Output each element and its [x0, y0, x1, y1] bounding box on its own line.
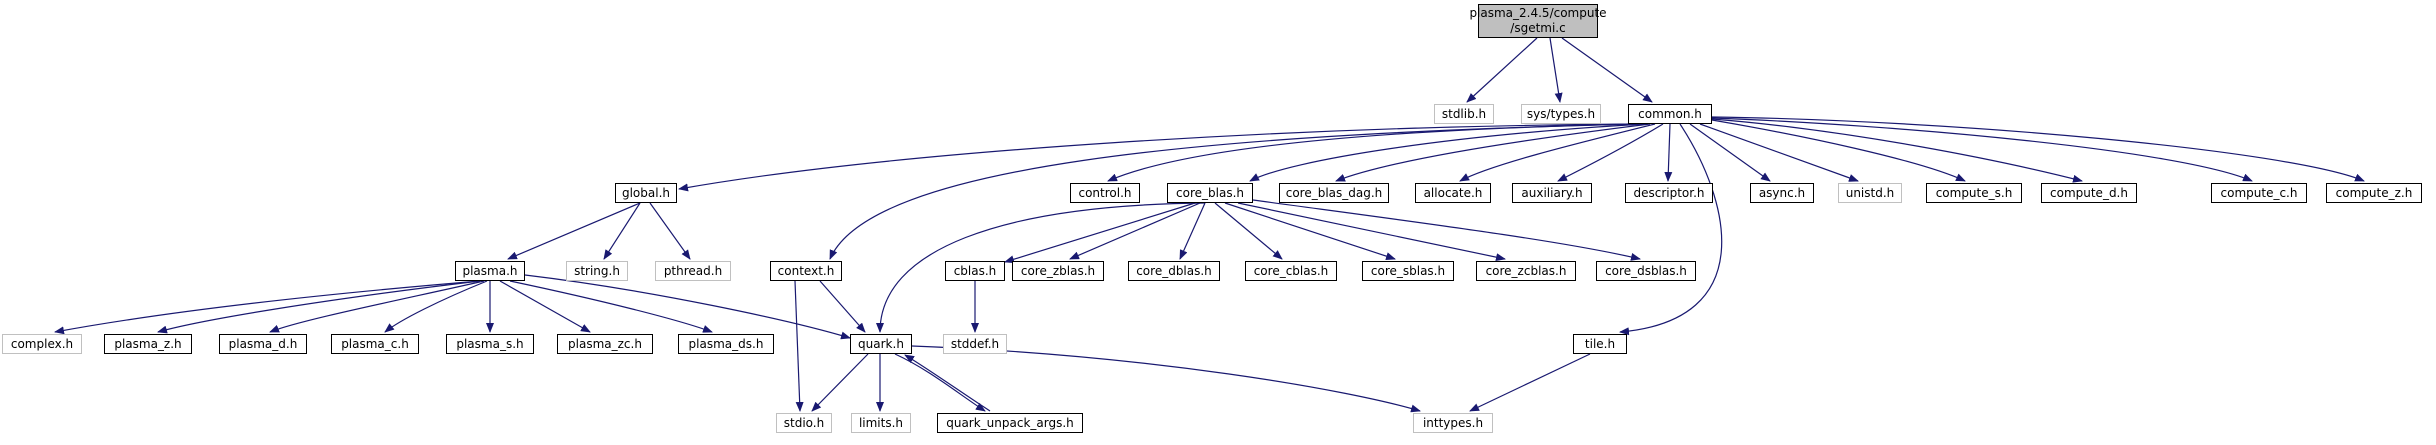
- node-quark-h[interactable]: quark.h: [850, 334, 912, 354]
- node-unistd-h: unistd.h: [1838, 183, 1902, 203]
- edge-plasma-to-plasma-d: [269, 280, 485, 333]
- edge-core-blas-to-cblas: [1004, 202, 1196, 264]
- edge-root-to-common: [1561, 37, 1653, 103]
- node-cblas-h[interactable]: cblas.h: [945, 261, 1005, 281]
- edge-quark-unpack-args-to-quark: [904, 354, 991, 412]
- edge-common-to-core-blas: [1249, 123, 1646, 182]
- node-stdlib-h: stdlib.h: [1434, 104, 1494, 124]
- edge-plasma-to-quark: [524, 274, 851, 340]
- node-tile-h[interactable]: tile.h: [1573, 334, 1627, 354]
- edge-quark-to-quark-unpack-args: [894, 353, 986, 412]
- edge-plasma-to-complex: [54, 280, 481, 335]
- edge-context-to-stdio: [794, 280, 804, 412]
- node-context-h[interactable]: context.h: [770, 261, 842, 281]
- node-core-blas-dag-h[interactable]: core_blas_dag.h: [1279, 183, 1389, 203]
- node-compute-s-h[interactable]: compute_s.h: [1926, 183, 2022, 203]
- edge-quark-to-stdio: [811, 353, 869, 412]
- edge-core-blas-to-quark: [876, 202, 1206, 333]
- node-plasma-d-h[interactable]: plasma_d.h: [219, 334, 307, 354]
- edge-context-to-quark: [819, 280, 866, 333]
- edge-core-blas-to-core-dsblas: [1252, 199, 1641, 261]
- edge-common-to-compute-s: [1711, 119, 1966, 182]
- edge-global-to-string: [603, 202, 641, 260]
- node-global-h[interactable]: global.h: [615, 183, 677, 203]
- edge-common-to-core-blas-dag: [1335, 123, 1651, 182]
- edge-root-to-systypes: [1549, 37, 1563, 103]
- edge-common-to-tile: [1619, 123, 1723, 336]
- edge-common-to-auxiliary: [1557, 123, 1664, 182]
- node-plasma-s-h[interactable]: plasma_s.h: [446, 334, 534, 354]
- node-compute-c-h[interactable]: compute_c.h: [2211, 183, 2307, 203]
- node-limits-h: limits.h: [851, 413, 911, 433]
- edge-common-to-async: [1689, 123, 1771, 182]
- node-plasma-c-h[interactable]: plasma_c.h: [331, 334, 419, 354]
- node-common-h[interactable]: common.h: [1628, 104, 1712, 124]
- edge-common-to-compute-d: [1711, 118, 2083, 183]
- node-control-h[interactable]: control.h: [1070, 183, 1140, 203]
- node-plasma-zc-h[interactable]: plasma_zc.h: [557, 334, 653, 354]
- edge-common-to-global: [678, 123, 1641, 192]
- node-auxiliary-h[interactable]: auxiliary.h: [1512, 183, 1592, 203]
- edge-quark-to-inttypes: [911, 345, 1421, 413]
- node-stddef-h: stddef.h: [943, 334, 1007, 354]
- edge-plasma-to-plasma-z: [157, 280, 481, 334]
- node-stdio-h: stdio.h: [776, 413, 832, 433]
- root-file-name: /sgetmi.c: [1510, 21, 1566, 35]
- edge-root-to-stdlib: [1466, 37, 1538, 103]
- edge-core-blas-to-core-dblas: [1179, 202, 1206, 260]
- node-allocate-h[interactable]: allocate.h: [1415, 183, 1491, 203]
- edge-common-to-unistd: [1699, 123, 1859, 182]
- edge-global-to-pthread: [649, 202, 691, 260]
- edge-plasma-to-plasma-zc: [499, 280, 591, 333]
- node-core-cblas-h[interactable]: core_cblas.h: [1245, 261, 1337, 281]
- edge-core-blas-to-core-zcblas: [1237, 202, 1506, 262]
- node-core-zcblas-h[interactable]: core_zcblas.h: [1476, 261, 1576, 281]
- node-inttypes-h: inttypes.h: [1413, 413, 1493, 433]
- node-plasma-ds-h[interactable]: plasma_ds.h: [678, 334, 774, 354]
- edge-plasma-to-plasma-ds: [509, 280, 713, 333]
- edge-plasma-to-plasma-c: [384, 280, 488, 333]
- edge-core-blas-to-core-sblas: [1224, 202, 1396, 260]
- edge-core-blas-to-core-cblas: [1214, 202, 1283, 260]
- root-file-node: plasma_2.4.5/compute /sgetmi.c: [1469, 4, 1607, 38]
- edge-common-to-allocate: [1459, 123, 1656, 182]
- node-async-h[interactable]: async.h: [1750, 183, 1814, 203]
- node-plasma-z-h[interactable]: plasma_z.h: [104, 334, 192, 354]
- node-quark-unpack-args-h[interactable]: quark_unpack_args.h: [937, 413, 1083, 433]
- edge-tile-to-inttypes: [1469, 353, 1591, 412]
- node-core-dsblas-h[interactable]: core_dsblas.h: [1596, 261, 1696, 281]
- node-descriptor-h[interactable]: descriptor.h: [1625, 183, 1713, 203]
- node-compute-z-h[interactable]: compute_z.h: [2326, 183, 2422, 203]
- edge-common-to-compute-c: [1711, 117, 2253, 182]
- edge-common-to-descriptor: [1664, 123, 1673, 182]
- edge-common-to-compute-z: [1711, 116, 2365, 182]
- node-string-h: string.h: [566, 261, 628, 281]
- edge-common-to-context: [829, 123, 1631, 260]
- node-core-blas-h[interactable]: core_blas.h: [1167, 183, 1253, 203]
- node-compute-d-h[interactable]: compute_d.h: [2041, 183, 2137, 203]
- node-core-zblas-h[interactable]: core_zblas.h: [1012, 261, 1104, 281]
- root-file-path: plasma_2.4.5/compute: [1469, 6, 1607, 20]
- node-plasma-h[interactable]: plasma.h: [455, 261, 525, 281]
- node-sys-types-h: sys/types.h: [1521, 104, 1601, 124]
- node-pthread-h: pthread.h: [655, 261, 731, 281]
- edge-core-blas-to-core-zblas: [1069, 202, 1201, 260]
- node-core-sblas-h[interactable]: core_sblas.h: [1362, 261, 1454, 281]
- edge-common-to-control: [1107, 123, 1641, 182]
- node-complex-h: complex.h: [2, 334, 82, 354]
- edge-global-to-plasma: [507, 202, 641, 260]
- node-core-dblas-h[interactable]: core_dblas.h: [1128, 261, 1220, 281]
